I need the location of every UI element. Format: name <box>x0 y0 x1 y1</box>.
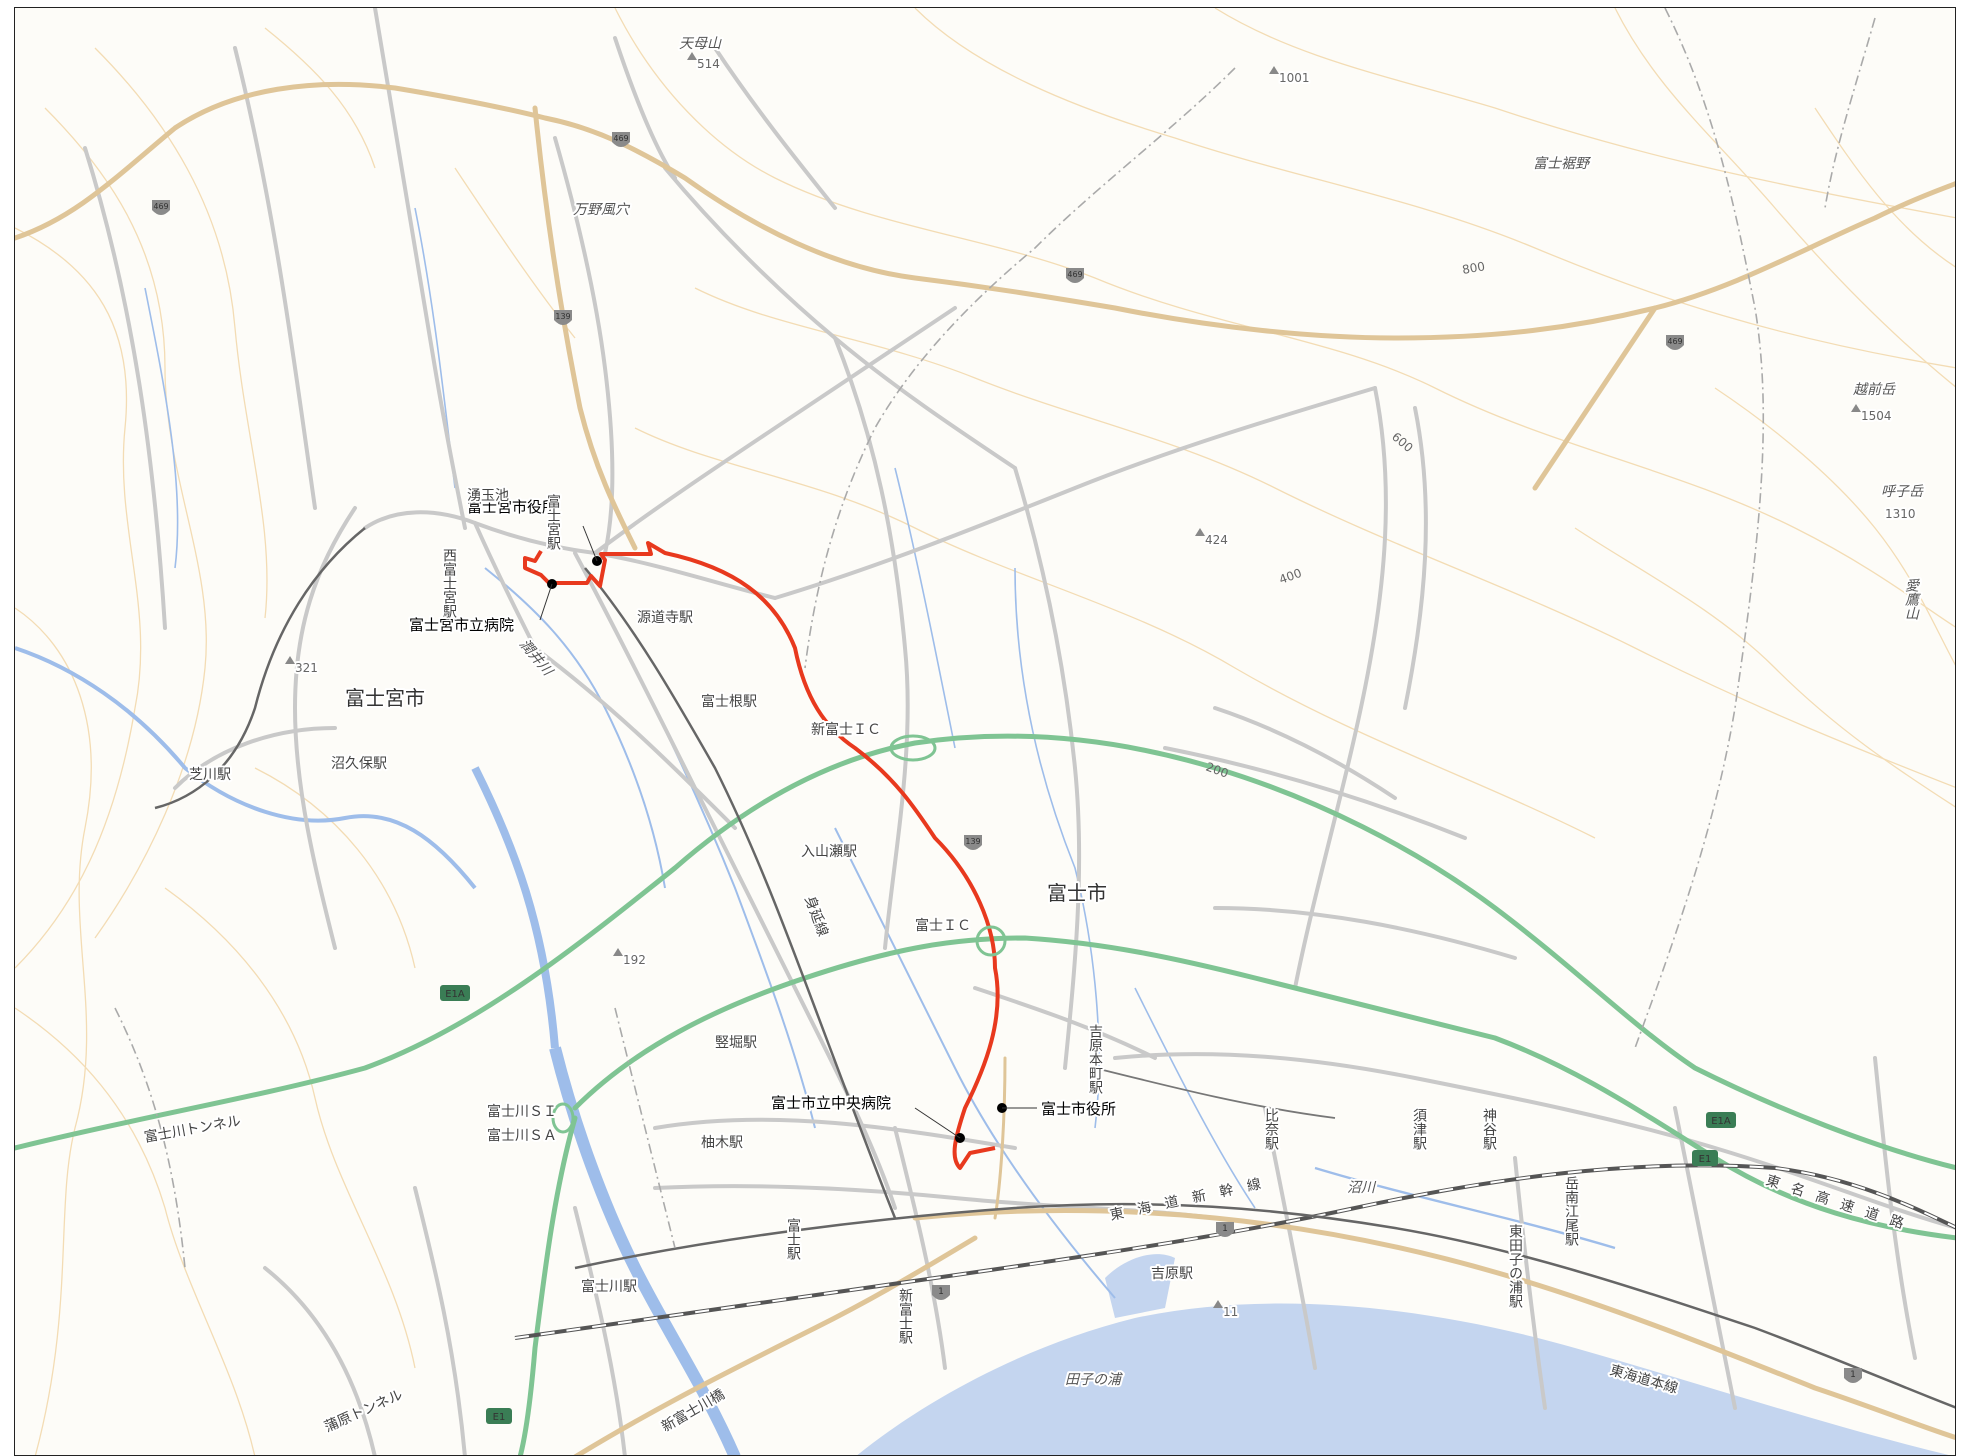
ic-fujikawa <box>551 1102 575 1134</box>
place-fujikawa-si: 富士川ＳＩ <box>487 1103 557 1120</box>
expressways <box>15 733 1955 1455</box>
peak-icon <box>613 948 623 956</box>
elev-11: 11 <box>1223 1305 1238 1319</box>
ic-fuji <box>975 925 1007 957</box>
place-fuji-susono: 富士裾野 <box>1533 156 1592 172</box>
place-echizendake: 越前岳 <box>1853 382 1896 398</box>
station-fujikawa: 富士川駅 <box>581 1278 637 1295</box>
station-fujine: 富士根駅 <box>701 693 757 710</box>
peak-markers <box>285 52 1861 1308</box>
national-routes <box>15 81 1955 1455</box>
city-label-fujinomiya: 富士宮市 <box>345 686 425 710</box>
map-frame[interactable]: 469 469 469 469 139 139 1 1 1 E1A E1A E1… <box>14 7 1956 1456</box>
shield-e1a-east: E1A <box>1711 1116 1731 1127</box>
station-hina: 比奈駅 <box>1263 1108 1279 1150</box>
place-amagoyama: 天母山 <box>679 36 722 52</box>
station-yoshiwara-honcho: 吉原本町駅 <box>1087 1024 1103 1094</box>
elev-321: 321 <box>295 661 318 675</box>
marker-label-fujinomiya-hospital: 富士宮市立病院 <box>409 616 514 634</box>
elev-1001: 1001 <box>1279 71 1310 85</box>
station-suzukawa: 須津駅 <box>1411 1108 1427 1150</box>
elev-192: 192 <box>623 953 646 967</box>
elev-1310: 1310 <box>1885 507 1916 521</box>
place-tagonoura: 田子の浦 <box>1065 1372 1123 1388</box>
ic-shin-fuji <box>889 734 937 762</box>
place-wakutamaike: 湧玉池 <box>467 488 509 504</box>
station-fuji: 富士駅 <box>785 1217 801 1260</box>
place-manno-fuketsu: 万野風穴 <box>573 202 631 218</box>
contour-800: 800 <box>1461 259 1486 277</box>
peak-icon <box>1213 1300 1223 1308</box>
shield-r469b: 469 <box>613 134 628 143</box>
shield-e1a-west: E1A <box>445 989 465 1000</box>
place-kanbara-tunnel: 蒲原トンネル <box>322 1387 405 1436</box>
elevation-labels: 514 1001 1504 1310 424 321 192 11 800 60… <box>293 55 1918 1321</box>
sea <box>857 1303 1949 1455</box>
station-yunoki: 柚木駅 <box>701 1135 743 1151</box>
shield-r1b: 1 <box>1222 1224 1228 1234</box>
route-markers <box>547 556 1007 1143</box>
planned-route <box>523 541 1000 1170</box>
roads <box>83 8 1955 1455</box>
place-ashitakayama: 愛鷹山 <box>1903 578 1919 620</box>
contour-600: 600 <box>1389 430 1416 455</box>
station-nishi-fujinomiya: 西富士宮駅 <box>441 548 457 618</box>
shield-r469d: 469 <box>1667 337 1682 346</box>
interchanges <box>551 734 1007 1134</box>
railways <box>154 527 1955 1409</box>
station-genchoji: 源道寺駅 <box>637 610 693 626</box>
elev-514: 514 <box>697 57 720 71</box>
contour-lines <box>15 8 1955 1455</box>
place-fujikawa-sa: 富士川ＳＡ <box>487 1127 557 1144</box>
shield-e1-south: E1 <box>493 1412 506 1423</box>
place-minobu-line: 身延線 <box>801 894 830 939</box>
station-iriyamase: 入山瀬駅 <box>801 844 857 860</box>
place-shin-fuji-ic: 新富士ＩＣ <box>811 721 881 738</box>
peak-icon <box>687 52 697 60</box>
peak-icon <box>1269 66 1279 74</box>
marker-label-fuji-central-hospital: 富士市立中央病院 <box>771 1094 891 1112</box>
place-fuji-ic: 富士ＩＣ <box>915 917 971 934</box>
map-canvas[interactable]: 469 469 469 469 139 139 1 1 1 E1A E1A E1… <box>15 8 1956 1456</box>
peak-icon <box>1195 528 1205 536</box>
shield-r1: 1 <box>938 1287 944 1297</box>
place-yobukodake: 呼子岳 <box>1881 484 1924 500</box>
peak-icon <box>1851 404 1861 412</box>
station-jinya: 神谷駅 <box>1481 1108 1497 1150</box>
shield-e1-east: E1 <box>1699 1154 1712 1165</box>
marker-label-fuji-city-hall: 富士市役所 <box>1041 1100 1116 1118</box>
shield-r139b: 139 <box>965 837 980 846</box>
peak-icon <box>285 656 295 664</box>
station-shibakawa: 芝川駅 <box>189 767 231 783</box>
station-gakunan-enoo: 岳南江尾駅 <box>1563 1176 1579 1246</box>
elev-1504: 1504 <box>1861 409 1892 423</box>
harbor <box>1105 1254 1175 1318</box>
station-higashi-tagonoura: 東田子の浦駅 <box>1507 1224 1523 1308</box>
elev-424: 424 <box>1205 533 1228 547</box>
shield-r469c: 469 <box>1067 270 1082 279</box>
station-numakubo: 沼久保駅 <box>331 756 387 772</box>
marker-label-fujinomiya-city-hall: 富士宮市役所 <box>467 498 557 516</box>
station-yoshiwara: 吉原駅 <box>1151 1266 1193 1282</box>
shield-r139: 139 <box>555 312 570 321</box>
station-tatebori: 竪堀駅 <box>715 1035 757 1051</box>
station-fujinomiya: 富士宮駅 <box>545 493 561 550</box>
city-label-fuji: 富士市 <box>1047 881 1107 905</box>
contour-400: 400 <box>1277 566 1303 587</box>
station-shin-fuji: 新富士駅 <box>897 1288 913 1344</box>
route-shields: 469 469 469 469 139 139 1 1 1 E1A E1A E1… <box>152 132 1862 1424</box>
shield-r469a: 469 <box>153 202 168 211</box>
marker-leaders <box>539 525 1037 1139</box>
place-numakawa: 沼川 <box>1347 1180 1377 1196</box>
station-labels: 源道寺駅 富士根駅 芝川駅 沼久保駅 入山瀬駅 竪堀駅 柚木駅 富士川駅 富士駅… <box>187 491 1581 1346</box>
shield-r1c: 1 <box>1850 1370 1856 1380</box>
boundaries <box>114 8 1876 1269</box>
